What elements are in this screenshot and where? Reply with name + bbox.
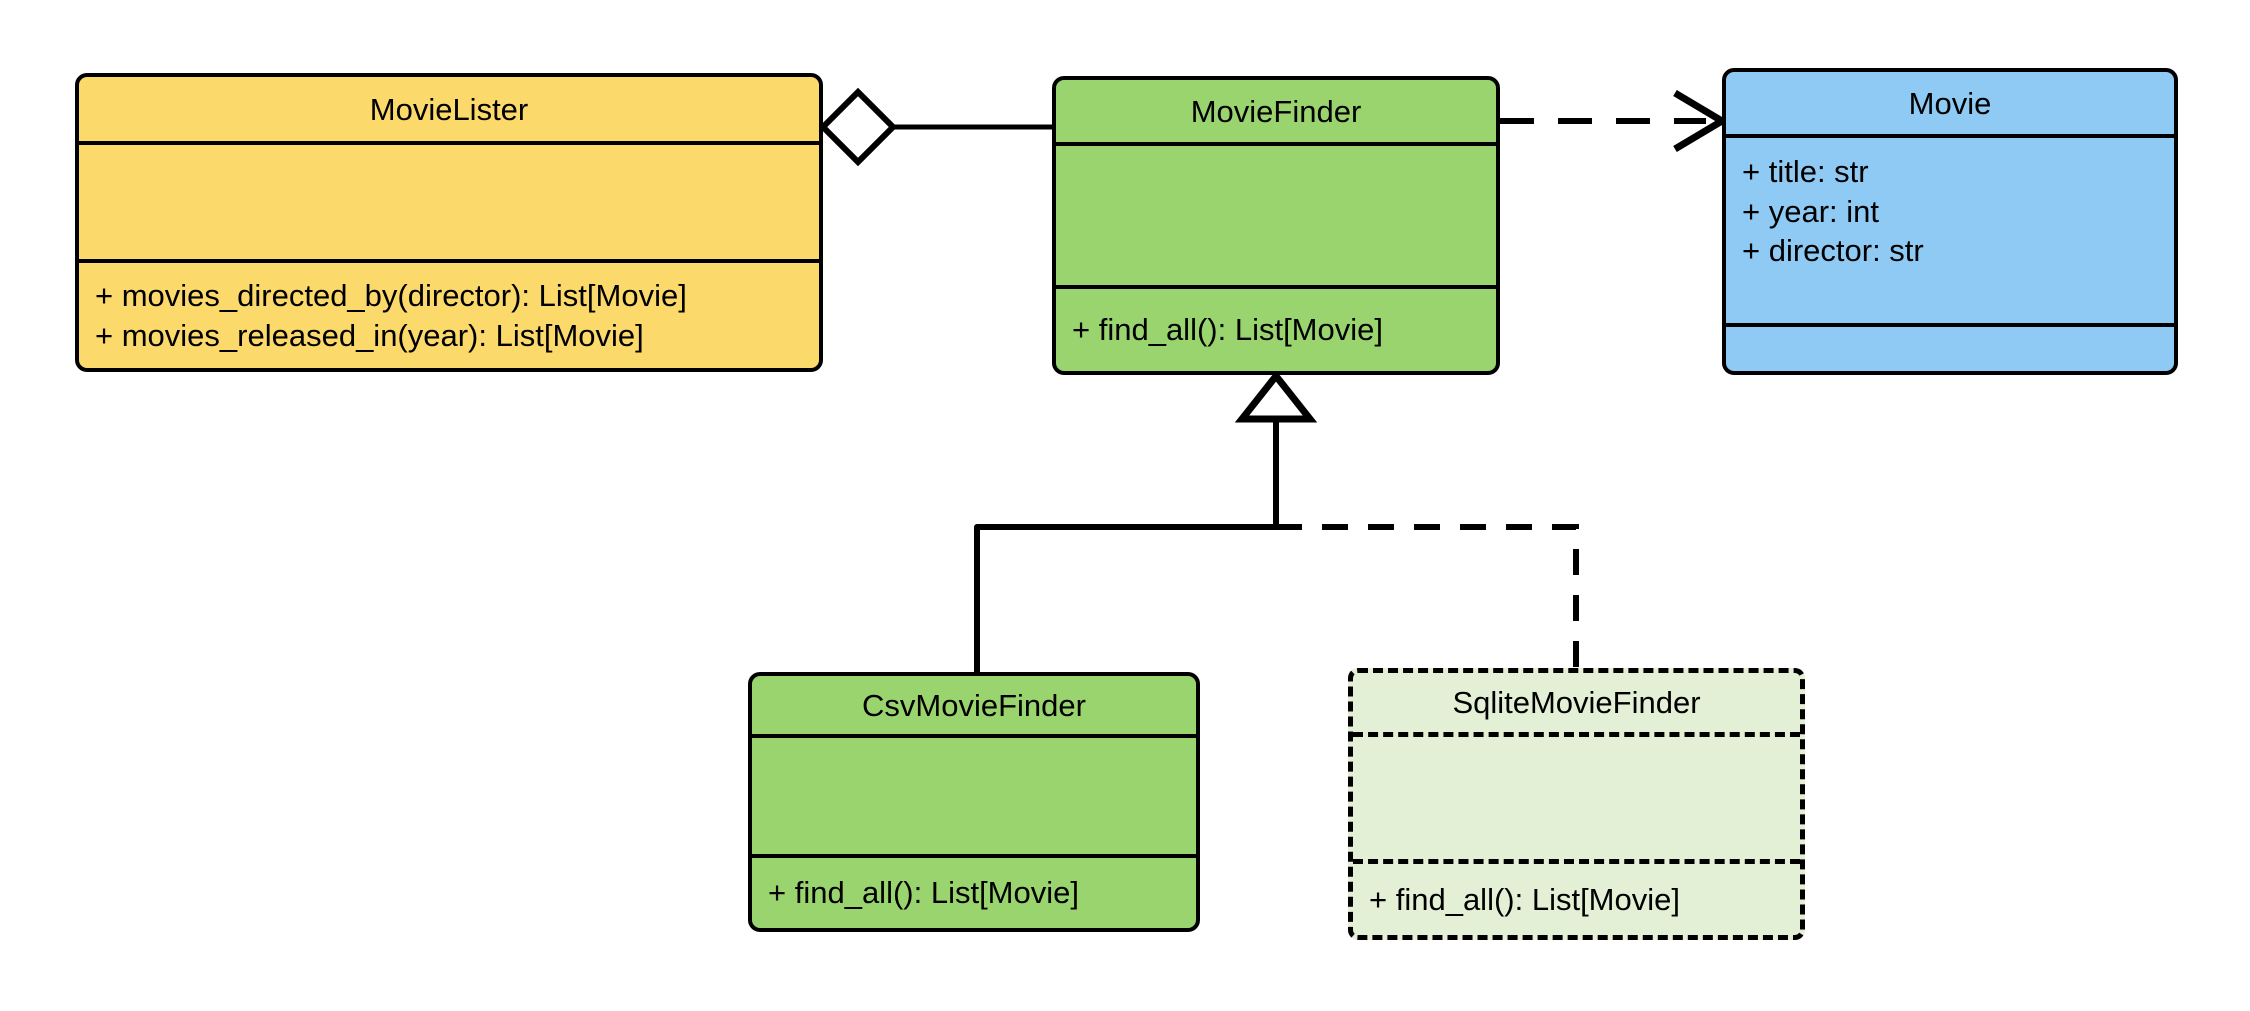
- class-method: + find_all(): List[Movie]: [768, 875, 1079, 911]
- class-methods-movie: [1726, 327, 2174, 371]
- class-box-moviefinder[interactable]: MovieFinder + find_all(): List[Movie]: [1052, 76, 1500, 375]
- class-box-sqlitemoviefinder[interactable]: SqliteMovieFinder + find_all(): List[Mov…: [1348, 668, 1805, 940]
- class-name-sqlitemoviefinder: SqliteMovieFinder: [1353, 673, 1800, 737]
- class-attributes-csvmoviefinder: [752, 738, 1196, 859]
- class-box-movie[interactable]: Movie + title: str + year: int + directo…: [1722, 68, 2178, 375]
- relationship-generalization: [974, 370, 1579, 672]
- class-method: + movies_directed_by(director): List[Mov…: [95, 277, 687, 313]
- class-method: + find_all(): List[Movie]: [1369, 881, 1680, 917]
- class-name-movielister: MovieLister: [79, 77, 819, 145]
- class-name-movie: Movie: [1726, 72, 2174, 138]
- generalization-branch-sqlite: [1276, 524, 1579, 668]
- class-attributes-movielister: [79, 145, 819, 264]
- class-methods-moviefinder: + find_all(): List[Movie]: [1056, 289, 1496, 371]
- relationship-aggregation: [818, 87, 1052, 167]
- class-method: + find_all(): List[Movie]: [1072, 312, 1383, 348]
- generalization-branch-csv: [974, 524, 1276, 672]
- class-methods-movielister: + movies_directed_by(director): List[Mov…: [79, 263, 819, 368]
- relationship-dependency: [1500, 89, 1729, 153]
- hollow-triangle-icon: [1234, 370, 1318, 423]
- class-attribute: + year: int: [1742, 193, 1879, 229]
- class-attributes-sqlitemoviefinder: [1353, 737, 1800, 865]
- class-methods-sqlitemoviefinder: + find_all(): List[Movie]: [1353, 864, 1800, 935]
- class-name-csvmoviefinder: CsvMovieFinder: [752, 676, 1196, 738]
- class-box-csvmoviefinder[interactable]: CsvMovieFinder + find_all(): List[Movie]: [748, 672, 1200, 932]
- class-attribute: + director: str: [1742, 233, 1924, 269]
- class-method: + movies_released_in(year): List[Movie]: [95, 317, 644, 353]
- class-attributes-moviefinder: [1056, 146, 1496, 290]
- class-methods-csvmoviefinder: + find_all(): List[Movie]: [752, 858, 1196, 928]
- hollow-diamond-icon: [818, 87, 898, 167]
- class-name-moviefinder: MovieFinder: [1056, 80, 1496, 146]
- class-attributes-movie: + title: str + year: int + director: str: [1726, 138, 2174, 327]
- class-attribute: + title: str: [1742, 154, 1869, 189]
- class-box-movielister[interactable]: MovieLister + movies_directed_by(directo…: [75, 73, 823, 372]
